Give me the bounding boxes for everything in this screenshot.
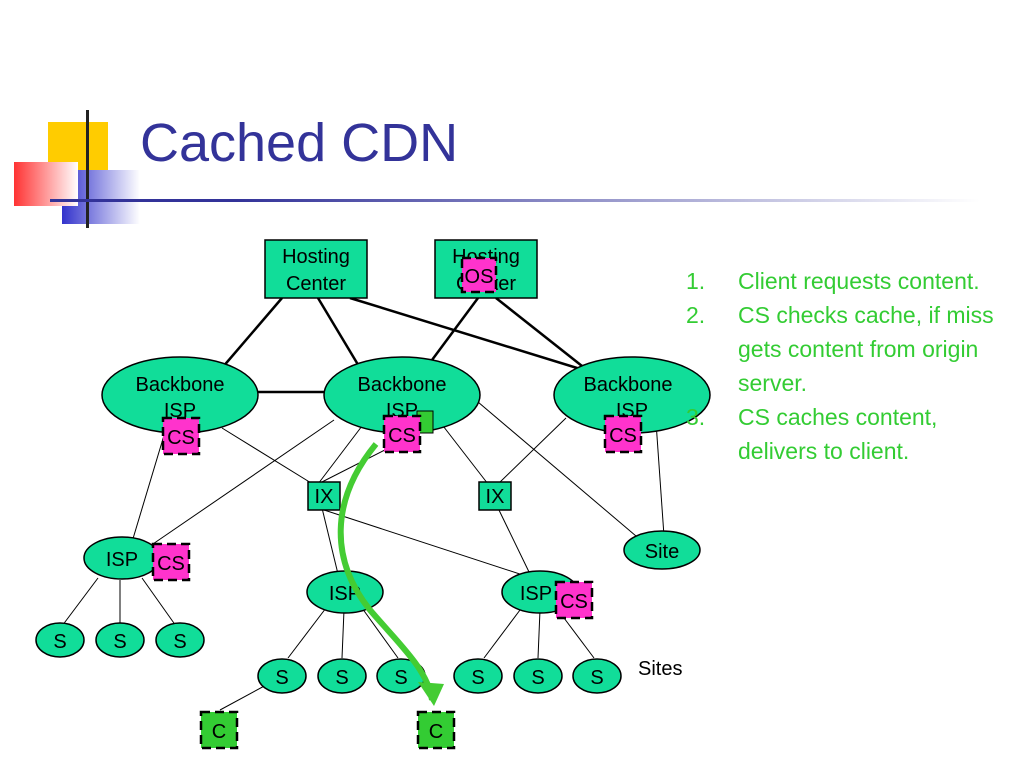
backbone-isp-2-line1: Backbone [358,374,447,396]
sites-label: Sites [638,658,682,680]
site-s-row-3: S S S [453,658,622,694]
isp-3-label: ISP [520,583,552,605]
ix-1-label: IX [315,486,334,508]
cache-server-backbone-1: CS [161,416,201,456]
s-label: S [394,667,407,689]
cache-server-label: CS [167,427,195,449]
cache-server-backbone-2: CS [382,414,422,454]
cache-server-isp-3: CS [554,580,594,620]
site-s-row-1: S S S [35,622,205,658]
s-label: S [531,667,544,689]
step-text: CS checks cache, if miss gets content fr… [738,302,994,396]
s-label: S [335,667,348,689]
step-text: Client requests content. [738,268,980,294]
site-label: Site [645,541,679,563]
origin-server: OS [460,256,498,294]
isp-1: ISP [83,536,161,580]
client-label: C [429,721,443,743]
step-text: CS caches content, delivers to client. [738,404,938,464]
client-1: C [199,710,239,750]
backbone-isp-3: Backbone ISP [553,356,711,434]
steps-list: 1. Client requests content. 2. CS checks… [686,264,1006,468]
ix-2-label: IX [486,486,505,508]
step-number: 2. [686,302,706,328]
backbone-isp-1-line1: Backbone [136,374,225,396]
cache-server-label: CS [157,553,185,575]
corner-decoration [0,110,140,230]
step-item: 1. Client requests content. [686,264,1006,298]
s-label: S [471,667,484,689]
vertical-line [86,110,89,228]
hosting-center-1-line2: Center [286,273,346,295]
slide-title: Cached CDN [140,113,459,173]
cache-server-label: CS [388,425,416,447]
cache-server-backbone-3: CS [603,414,643,454]
client-2: C [416,710,456,750]
hosting-center-1-line1: Hosting [282,246,350,268]
title-underline [50,199,980,202]
s-label: S [53,631,66,653]
delivery-arrow [337,442,444,706]
site-s-row-2: S S S [257,658,426,694]
step-item: 3. CS caches content, delivers to client… [686,400,1006,468]
s-label: S [590,667,603,689]
red-square [14,162,78,206]
backbone-links [221,296,591,394]
ix-2: IX [478,481,512,511]
s-label: S [173,631,186,653]
site-node: Site [623,530,701,570]
origin-server-label: OS [465,266,494,288]
backbone-isp-3-line1: Backbone [584,374,673,396]
cache-server-label: CS [609,425,637,447]
step-number: 1. [686,268,706,294]
ix-1: IX [307,481,341,511]
client-label: C [212,721,226,743]
backbone-isp-1: Backbone ISP [101,356,259,434]
backbone-isp-1-line2: ISP [164,400,196,422]
step-number: 3. [686,404,706,430]
isp-2: ISP [306,570,384,614]
cache-server-isp-1: CS [151,542,191,582]
s-label: S [113,631,126,653]
step-item: 2. CS checks cache, if miss gets content… [686,298,1006,400]
hosting-center-1: Hosting Center [264,239,368,299]
isp-1-label: ISP [106,549,138,571]
cache-server-label: CS [560,591,588,613]
access-links [61,401,665,711]
s-label: S [275,667,288,689]
